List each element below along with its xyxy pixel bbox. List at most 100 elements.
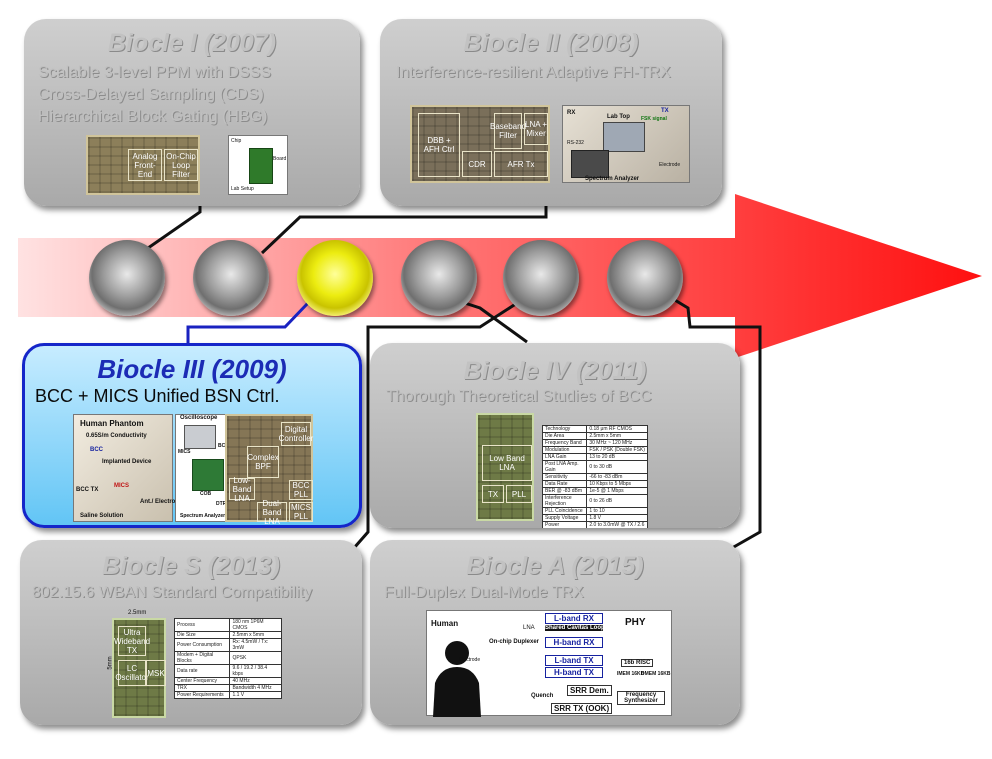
spec-value: 1 to 10: [586, 507, 648, 515]
chip-block: TX: [482, 485, 504, 503]
arch-label: PHY: [625, 617, 646, 628]
arch-label: Shared Cavitas Loop: [545, 625, 605, 631]
card-biocle-1: Biocle I (2007) Scalable 3-level PPM wit…: [24, 19, 360, 206]
chip-block: Digital Controller: [279, 422, 313, 446]
spec-value: 13 to 20 dB: [586, 453, 648, 461]
photo-label: Lab Top: [607, 114, 630, 120]
spec-key: Supply Voltage: [541, 514, 588, 522]
phantom-label: 0.65S/m Conductivity: [86, 433, 147, 439]
spec-value: -66 to -83 dBm: [586, 473, 648, 481]
connector-biocle-s: [352, 283, 546, 549]
card-title: Biocle IV (2011): [463, 357, 647, 385]
spec-row: Power Consumption2.0 to 3.0mW @ TX / 2.6…: [541, 521, 648, 528]
spec-value: 1e-5 @ 1 Mbps: [586, 487, 648, 495]
arch-label: H-band TX: [545, 667, 603, 678]
die-photo: Analog Front-End On-Chip Loop Filter: [86, 135, 200, 195]
setup-label: BCC: [218, 443, 229, 449]
spec-key: Center Frequency: [173, 677, 231, 685]
chip-block: Complex BPF: [247, 446, 279, 478]
photo-label: RS-232: [567, 140, 584, 146]
board-note: Board: [273, 156, 287, 162]
spec-key: LNA Gain: [541, 453, 588, 461]
chip-block: Low Band LNA: [482, 445, 532, 481]
spec-key: Die Size: [173, 631, 231, 639]
timeline-node-2015: [607, 240, 683, 316]
chip-block: MSK: [146, 660, 166, 686]
card-biocle-4: Biocle IV (2011) Thorough Theoretical St…: [370, 343, 740, 528]
arch-label: SRR TX (OOK): [551, 703, 613, 714]
chip-block: Baseband Filter: [490, 113, 526, 149]
spec-key: Power Requirements: [173, 691, 231, 699]
spec-value: 2.0 to 3.0mW @ TX / 2.6 to 3.2mW @ RX: [586, 521, 648, 528]
die-photo: Low Band LNA TX PLL: [476, 413, 534, 521]
human-silhouette: [433, 641, 481, 717]
arrow-shape: [18, 194, 982, 358]
setup-label: COB: [200, 491, 212, 497]
timeline-node-2013: [503, 240, 579, 316]
lab-setup-photo: RX TX Lab Top FSK signal RS-232 Electrod…: [562, 105, 690, 183]
card-title: Biocle III (2009): [97, 354, 287, 384]
chip-block: PLL: [506, 485, 532, 503]
arch-label: SRR Dem.: [567, 685, 612, 696]
spec-value: 2.5mm x 5mm: [586, 432, 648, 440]
timeline-node-2008: [193, 240, 269, 316]
card-line-1: Interference-resilient Adaptive FH-TRX: [396, 64, 671, 81]
spec-value: 0 to 26 dB: [586, 494, 648, 508]
card-biocle-s: Biocle S (2013) 802.15.6 WBAN Standard C…: [20, 540, 362, 725]
card-title: Biocle I (2007): [107, 29, 277, 57]
card-line-1: 802.15.6 WBAN Standard Compatibility: [32, 584, 313, 601]
arch-label: 16b RISC: [621, 659, 654, 667]
arch-label: Quench: [531, 693, 554, 699]
spec-value: 10 Kbps to 5 Mbps: [586, 480, 648, 488]
setup-label: MICS: [178, 449, 191, 455]
arch-label: LNA: [523, 625, 535, 631]
connector-biocle-1: [137, 204, 202, 257]
chip-block: Dual-Band LNA: [257, 499, 287, 525]
spec-key: Technology: [541, 425, 588, 433]
spec-key: Modem + Digital Blocks: [173, 651, 231, 665]
arch-label: DMEM 16KB: [641, 671, 671, 677]
timeline-node-2009-active: [297, 240, 373, 316]
photo-label: Spectrum Analyzer: [585, 176, 640, 182]
photo-label: FSK signal: [641, 116, 667, 122]
card-title: Biocle II (2008): [463, 29, 639, 57]
arch-label: Frequency Synthesizer: [617, 691, 665, 705]
spec-value: 9.6 / 19.2 / 38.4 kbps: [229, 664, 282, 678]
chip-block: CDR: [462, 151, 492, 177]
architecture-diagram: Human Electrode On-chip Duplexer LNA L-b…: [426, 610, 672, 717]
spec-value: 1.1 V: [229, 691, 282, 699]
timeline-node-2007: [89, 240, 165, 316]
die-dimension-top: 2.5mm: [128, 610, 147, 616]
connector-biocle-2: [260, 204, 548, 255]
card-title: Biocle A (2015): [466, 552, 644, 580]
spec-value: FSK / PSK (Double FSK): [586, 446, 648, 454]
spec-value: 0.18 μm RF CMOS: [586, 425, 648, 433]
spec-value: 2.5mm x 5mm: [229, 631, 282, 639]
arch-label: Electrode: [459, 657, 481, 663]
spec-value: 30 MHz ~ 120 MHz: [586, 439, 648, 447]
spec-key: Die Area: [541, 432, 588, 440]
chip-block: LC Oscillator: [115, 660, 149, 686]
chip-block: LNA + Mixer: [524, 113, 548, 145]
board-photo: Chip Board Lab Setup: [228, 135, 288, 195]
chip-block: Ultra Wideband TX: [114, 626, 151, 656]
card-biocle-a: Biocle A (2015) Full-Duplex Dual-Mode TR…: [370, 540, 740, 725]
card-line-3: Hierarchical Block Gating (HBG): [38, 108, 268, 125]
spec-value: 40 MHz: [229, 677, 282, 685]
card-biocle-2: Biocle II (2008) Interference-resilient …: [380, 19, 722, 206]
arch-label: IMEM 16KB: [617, 671, 645, 677]
phantom-label: Ant./ Electrode: [140, 499, 183, 505]
phantom-label: BCC: [90, 447, 103, 453]
spec-key: TRX: [173, 684, 231, 692]
spec-key: Interference Rejection: [541, 494, 588, 508]
